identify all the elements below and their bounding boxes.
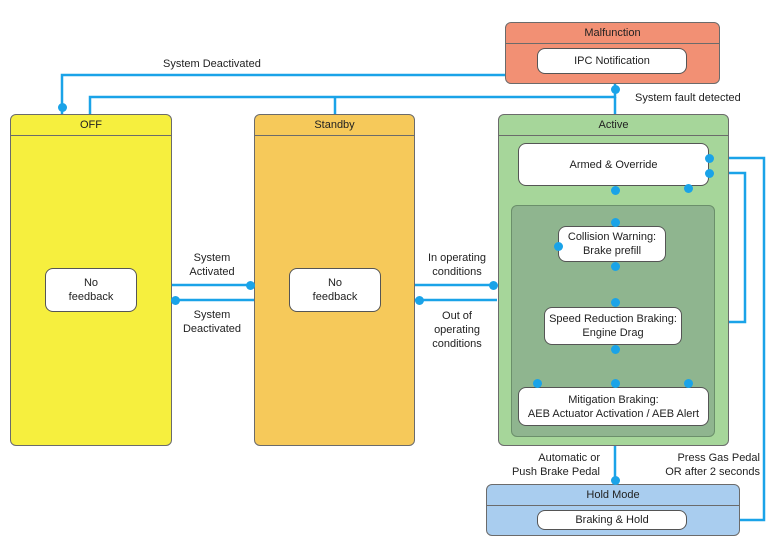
state-standby-title: Standby xyxy=(255,115,414,136)
node-ipc-notification: IPC Notification xyxy=(537,48,687,74)
label-out-operating: Out of operating conditions xyxy=(432,310,482,350)
label-in-operating: In operating conditions xyxy=(427,252,487,278)
node-standby-no-feedback: No feedback xyxy=(289,268,381,312)
dot-in-operating xyxy=(488,280,498,290)
dot-malfunction-fault xyxy=(610,84,620,94)
dot-collision-bottom xyxy=(610,261,620,271)
state-hold-title: Hold Mode xyxy=(487,485,739,506)
node-braking-hold: Braking & Hold xyxy=(537,510,687,530)
node-speed-reduction: Speed Reduction Braking: Engine Drag xyxy=(544,307,682,345)
label-system-activated: System Activated xyxy=(189,252,235,278)
dot-hold-top xyxy=(610,475,620,485)
dot-armed-right-low xyxy=(683,183,693,193)
node-collision-warning: Collision Warning: Brake prefill xyxy=(558,226,666,262)
label-press-gas: Press Gas Pedal OR after 2 seconds xyxy=(665,452,760,478)
wire-hold-armed xyxy=(709,156,766,522)
state-off-title: OFF xyxy=(11,115,171,136)
dot-armed-bottom xyxy=(610,185,620,195)
wire-system-deactivated-top xyxy=(60,73,505,114)
dot-speed-bottom xyxy=(610,344,620,354)
label-system-deactivated-top: System Deactivated xyxy=(163,58,261,70)
dot-collision-top xyxy=(610,217,620,227)
state-active-title: Active xyxy=(499,115,728,136)
dot-mitigation-right xyxy=(683,378,693,388)
dot-collision-left xyxy=(553,241,563,251)
node-off-no-feedback: No feedback xyxy=(45,268,137,312)
node-armed-override: Armed & Override xyxy=(518,143,709,186)
dot-mitigation-top xyxy=(610,378,620,388)
label-system-deactivated: System Deactivated xyxy=(182,309,242,335)
node-mitigation-braking: Mitigation Braking: AEB Actuator Activat… xyxy=(518,387,709,426)
dot-off-top-left xyxy=(57,102,67,112)
state-malfunction-title: Malfunction xyxy=(506,23,719,44)
dot-armed-right-mid xyxy=(704,168,714,178)
dot-armed-right-top xyxy=(704,153,714,163)
dot-out-operating xyxy=(414,295,424,305)
dot-speed-top xyxy=(610,297,620,307)
dot-system-deactivated xyxy=(170,295,180,305)
label-automatic: Automatic or Push Brake Pedal xyxy=(511,452,600,478)
dot-system-activated xyxy=(245,280,255,290)
dot-mitigation-left xyxy=(532,378,542,388)
label-system-fault: System fault detected xyxy=(635,92,741,104)
